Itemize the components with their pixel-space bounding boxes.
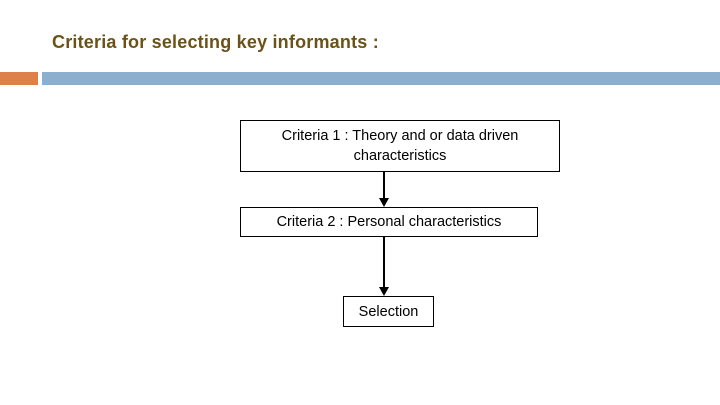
flow-arrow-criteria2-to-selection bbox=[379, 237, 389, 296]
arrow-head-down-icon bbox=[379, 198, 389, 207]
arrow-shaft bbox=[383, 172, 385, 199]
page-title: Criteria for selecting key informants : bbox=[52, 32, 379, 52]
flow-node-label: Selection bbox=[358, 303, 419, 320]
arrow-head-down-icon bbox=[379, 287, 389, 296]
flow-node-selection: Selection bbox=[343, 296, 434, 327]
divider-bar bbox=[42, 72, 720, 85]
flow-node-label: Criteria 1 : Theory and or data driven c… bbox=[281, 128, 519, 164]
arrow-shaft bbox=[383, 237, 385, 288]
title-divider bbox=[0, 72, 720, 85]
flow-node-label: Criteria 2 : Personal characteristics bbox=[276, 214, 502, 230]
divider-accent-block bbox=[0, 72, 38, 85]
flow-node-criteria-2: Criteria 2 : Personal characteristics bbox=[240, 207, 538, 237]
flow-node-criteria-1: Criteria 1 : Theory and or data driven c… bbox=[240, 120, 560, 172]
flow-arrow-criteria1-to-criteria2 bbox=[379, 172, 389, 207]
